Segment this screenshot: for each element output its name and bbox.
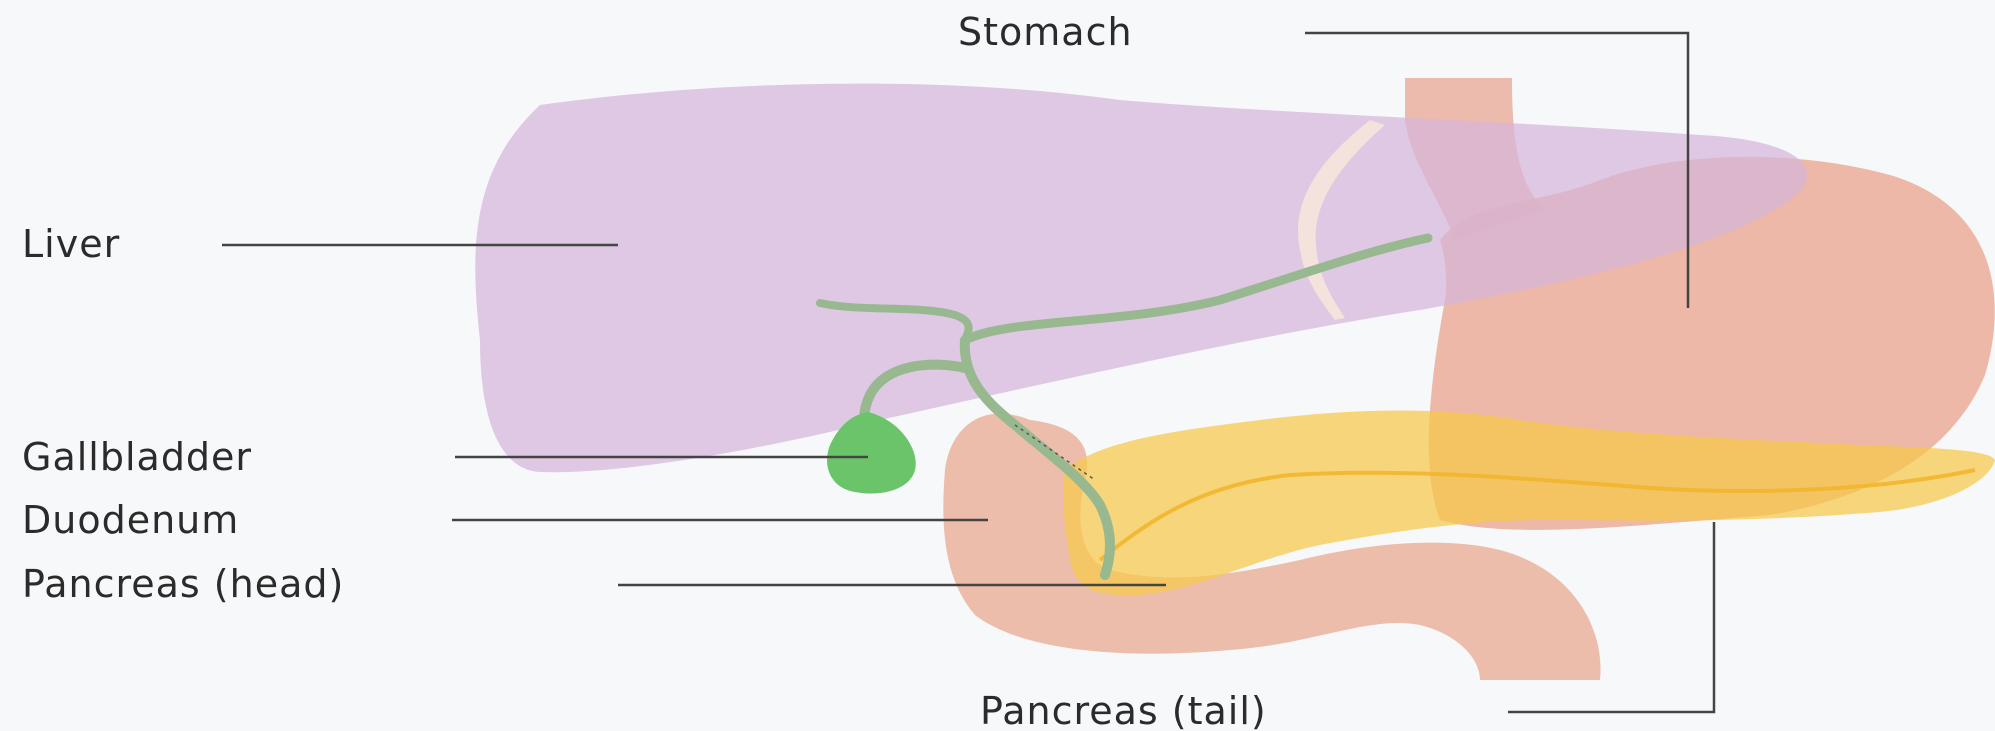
liver-label: Liver bbox=[22, 222, 120, 266]
duodenum-label: Duodenum bbox=[22, 498, 239, 542]
pancreas-tail-label: Pancreas (tail) bbox=[980, 689, 1267, 731]
gallbladder-label: Gallbladder bbox=[22, 435, 252, 479]
stomach-label: Stomach bbox=[958, 10, 1133, 54]
pancreas-head-label: Pancreas (head) bbox=[22, 562, 344, 606]
